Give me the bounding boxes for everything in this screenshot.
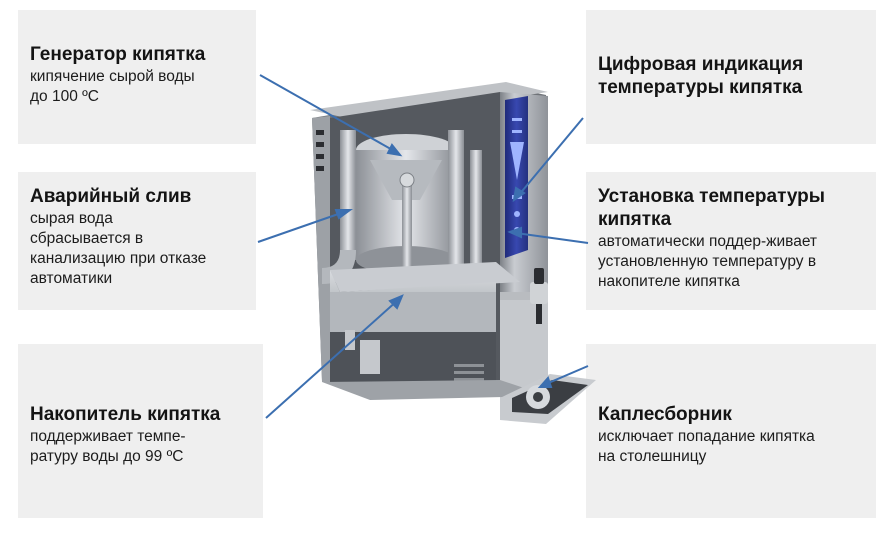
panel-left-middle bbox=[18, 172, 256, 310]
callout-generator: Генератор кипятка кипячение сырой воды д… bbox=[30, 43, 252, 107]
callout-display-title-2: температуры кипятка bbox=[598, 77, 803, 98]
callout-driptray-title: Каплесборник bbox=[598, 404, 732, 425]
callout-setting-line-1: автоматически поддер-живает bbox=[598, 233, 818, 250]
callout-storage: Накопитель кипятка поддерживает темпе- р… bbox=[30, 403, 260, 467]
callout-setting: Установка температуры кипятка автоматиче… bbox=[598, 185, 873, 292]
heater-knob bbox=[399, 172, 415, 188]
storage-tank-body bbox=[330, 292, 496, 332]
panel-right-top bbox=[586, 10, 876, 144]
panel-left-top bbox=[18, 10, 256, 144]
shell-left-wall bbox=[312, 116, 330, 382]
tap bbox=[500, 268, 548, 324]
callout-drain-line-3: канализацию при отказе bbox=[30, 250, 207, 267]
callout-drain-line-2: сбрасывается в bbox=[30, 230, 144, 247]
callout-generator-line-2: до 100 ºС bbox=[30, 88, 99, 105]
callout-drain-line-1: сырая вода bbox=[30, 210, 113, 227]
callout-drain: Аварийный слив сырая вода сбрасывается в… bbox=[30, 185, 255, 289]
arrow-generator bbox=[259, 74, 397, 153]
callout-driptray-line-1: исключает попадание кипятка bbox=[598, 428, 815, 445]
arrow-driptray bbox=[545, 365, 589, 385]
pipe-right-2 bbox=[470, 150, 482, 270]
panel-left-bottom bbox=[18, 344, 263, 518]
shell-bottom bbox=[322, 380, 548, 400]
shell-top bbox=[310, 82, 548, 120]
callout-setting-line-3: накопителе кипятка bbox=[598, 273, 740, 290]
callout-drain-title: Аварийный слив bbox=[30, 186, 192, 207]
callout-storage-title: Накопитель кипятка bbox=[30, 404, 221, 425]
arrow-storage bbox=[265, 299, 399, 419]
panel-right-bottom bbox=[586, 344, 876, 518]
callout-display-title-1: Цифровая индикация bbox=[598, 54, 804, 75]
callout-driptray: Каплесборник исключает попадание кипятка… bbox=[598, 403, 873, 467]
callout-setting-line-2: установленную температуру в bbox=[598, 253, 817, 270]
callout-generator-line-1: кипячение сырой воды bbox=[30, 68, 195, 85]
callout-storage-line-2: ратуру воды до 99 ºС bbox=[30, 448, 184, 465]
valve-block bbox=[345, 330, 380, 374]
arrow-display bbox=[517, 117, 584, 197]
pipe-left bbox=[340, 130, 356, 260]
callout-drain-line-4: автоматики bbox=[30, 270, 113, 287]
heater-tube bbox=[402, 180, 412, 280]
callout-storage-line-1: поддерживает темпе- bbox=[30, 428, 186, 445]
callout-generator-title: Генератор кипятка bbox=[30, 44, 206, 65]
callout-setting-title-1: Установка температуры bbox=[598, 186, 825, 207]
callout-driptray-line-2: на столешницу bbox=[598, 448, 707, 465]
callout-display: Цифровая индикация температуры кипятка bbox=[598, 53, 870, 99]
callout-arrows bbox=[257, 74, 589, 419]
arrow-drain bbox=[257, 211, 345, 243]
panel-right-middle bbox=[586, 172, 876, 310]
arrow-setting bbox=[515, 232, 589, 244]
vent-slots-left bbox=[316, 130, 324, 171]
callout-setting-title-2: кипятка bbox=[598, 209, 672, 230]
pipe-right bbox=[448, 130, 464, 280]
